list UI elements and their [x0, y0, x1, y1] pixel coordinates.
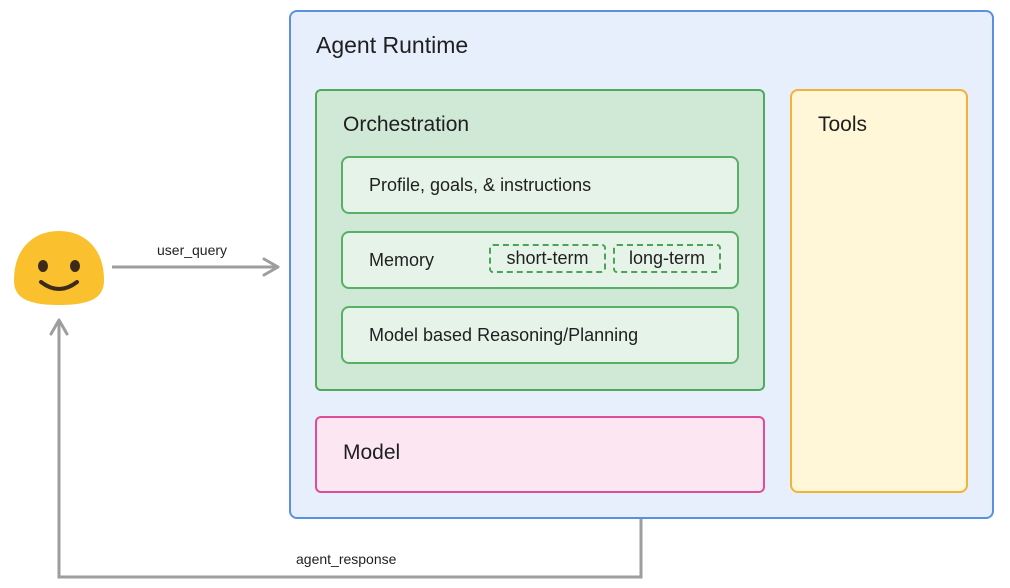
smiley-face-icon — [14, 231, 104, 305]
memory-box — [341, 231, 739, 289]
agent-runtime-title: Agent Runtime — [316, 32, 469, 58]
profile-label: Profile, goals, & instructions — [369, 175, 592, 195]
agent-response-label: agent_response — [296, 551, 397, 567]
memory-label: Memory — [369, 250, 435, 270]
model-title: Model — [343, 441, 401, 464]
user-query-arrow — [112, 257, 280, 277]
reasoning-box — [341, 306, 739, 364]
profile-box — [341, 156, 739, 214]
tools-box — [790, 89, 968, 493]
model-box — [315, 416, 765, 493]
long-term-tag: long-term — [613, 244, 721, 273]
tools-title: Tools — [818, 113, 868, 136]
agent-response-arrow — [49, 318, 643, 579]
user-query-label: user_query — [157, 242, 228, 258]
short-term-tag: short-term — [489, 244, 606, 273]
reasoning-label: Model based Reasoning/Planning — [369, 325, 639, 345]
orchestration-title: Orchestration — [343, 113, 470, 136]
